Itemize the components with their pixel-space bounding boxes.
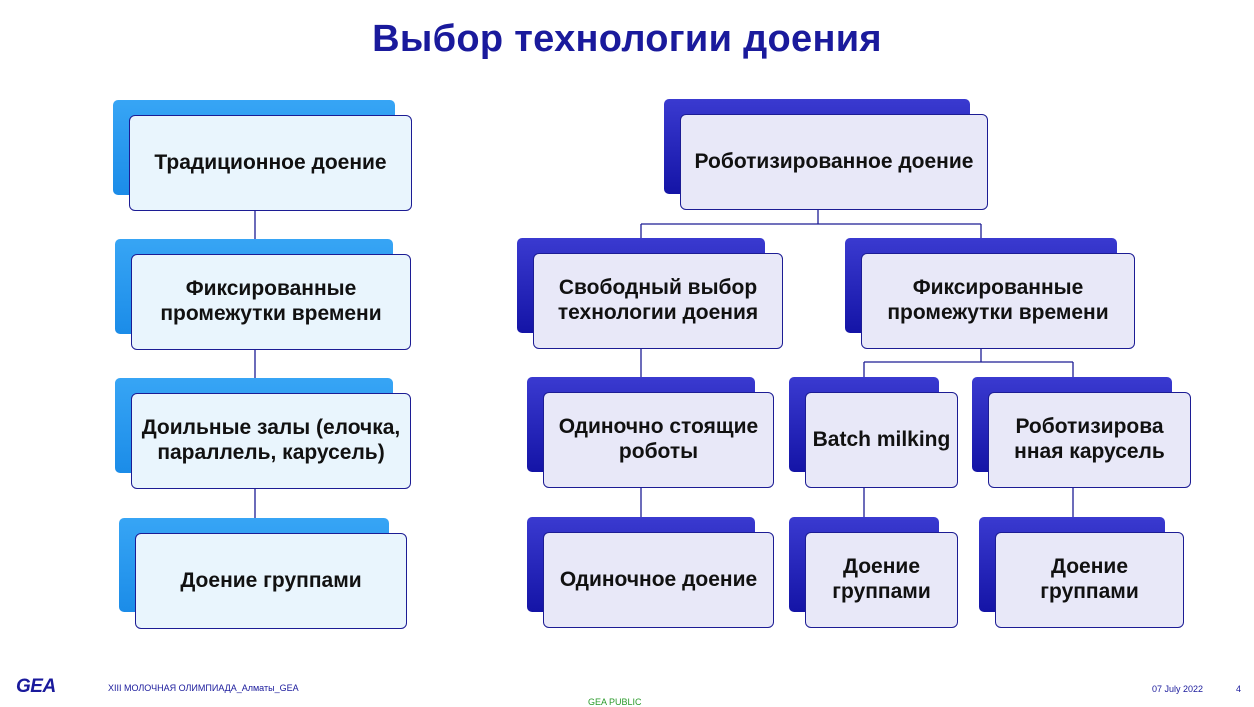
footer-date: 07 July 2022 — [1152, 684, 1204, 694]
box-traditional: Традиционное доение — [129, 115, 412, 211]
box-fixed-intervals-left: Фиксированные промежутки времени — [131, 254, 411, 350]
footer-classification: GEA PUBLIC — [588, 697, 642, 707]
box-milking-parlors: Доильные залы (елочка, параллель, карусе… — [131, 393, 411, 489]
box-single-milking: Одиночное доение — [543, 532, 774, 628]
box-robotic-carousel: Роботизирова нная карусель — [988, 392, 1191, 488]
box-free-choice: Свободный выбор технологии доения — [533, 253, 783, 349]
box-fixed-intervals-right: Фиксированные промежутки времени — [861, 253, 1135, 349]
box-batch-milking: Batch milking — [805, 392, 958, 488]
page-number: 4 — [1236, 684, 1242, 694]
gea-logo: GEA — [16, 676, 56, 697]
box-robotic-root: Роботизированное доение — [680, 114, 988, 210]
box-group-milking-carousel: Доение группами — [995, 532, 1184, 628]
footer-event: XIII МОЛОЧНАЯ ОЛИМПИАДА_Алматы_GEA — [108, 683, 299, 693]
box-single-robots: Одиночно стоящие роботы — [543, 392, 774, 488]
box-group-milking-batch: Доение группами — [805, 532, 958, 628]
page-title: Выбор технологии доения — [372, 18, 882, 60]
box-group-milking-left: Доение группами — [135, 533, 407, 629]
